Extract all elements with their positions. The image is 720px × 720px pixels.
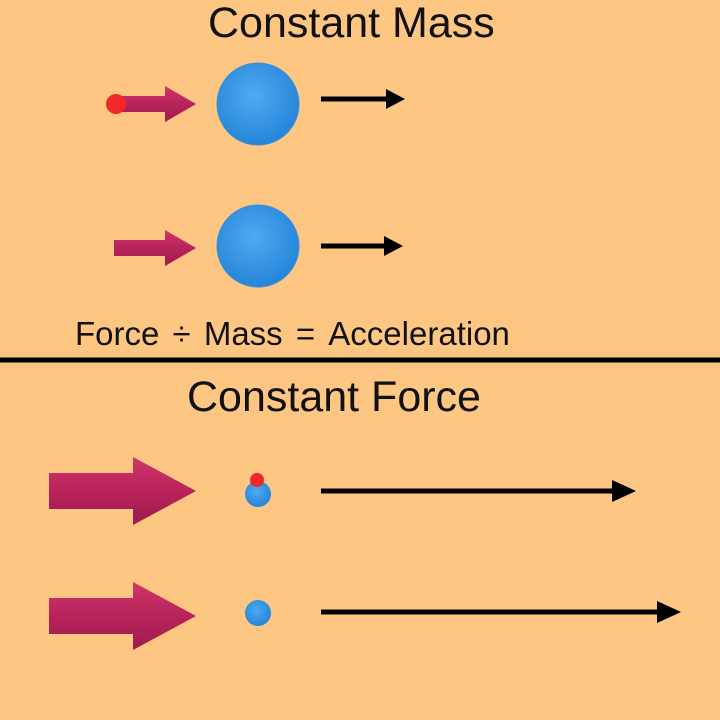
acceleration-arrow	[321, 236, 403, 256]
acceleration-arrow	[321, 89, 405, 109]
force-row-1	[49, 457, 636, 525]
formula-force: Force	[75, 315, 160, 352]
mass-row-1	[106, 62, 405, 146]
small-mass-ball	[245, 481, 271, 507]
small-force-arrow	[117, 86, 196, 122]
mass-row-2	[114, 204, 403, 288]
added-force-dot	[106, 94, 126, 114]
small-force-arrow	[114, 230, 196, 266]
formula-equals: =	[295, 315, 316, 352]
constant-force-title: Constant Force	[187, 373, 481, 421]
large-force-arrow	[49, 457, 196, 525]
acceleration-arrow	[321, 480, 636, 502]
acceleration-arrow	[321, 601, 681, 623]
force-row-2	[49, 582, 681, 650]
formula-mass: Mass	[203, 315, 283, 352]
formula-acceleration: Acceleration	[328, 315, 510, 352]
small-mass-ball	[245, 600, 271, 626]
large-force-arrow	[49, 582, 196, 650]
mass-ball	[216, 204, 300, 288]
formula-divide: ÷	[172, 315, 191, 352]
added-mass-dot	[250, 473, 264, 487]
mass-ball	[216, 62, 300, 146]
constant-mass-title: Constant Mass	[208, 0, 495, 47]
formula: Force ÷ Mass = Acceleration	[75, 317, 510, 350]
